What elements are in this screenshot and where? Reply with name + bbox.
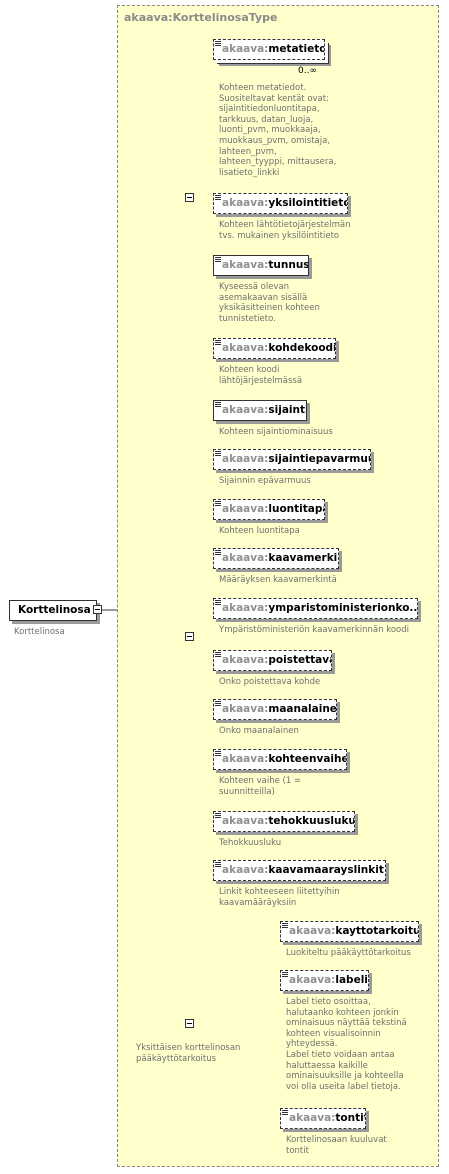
element-namespace: akaava: <box>222 259 269 271</box>
element-kaavamaarayslinkit[interactable]: akaava:kaavamaarayslinkit <box>213 860 386 881</box>
element-name: maanalainen <box>268 703 337 715</box>
sequence-collapse-toggle[interactable] <box>185 632 194 641</box>
element-doc: Kohteen vaihe (1 = suunnitteilla) <box>219 776 302 797</box>
root-element-label: Korttelinosa <box>18 604 91 616</box>
element-name: kohdekoodi <box>268 342 336 354</box>
element-maanalainen[interactable]: akaava:maanalainen <box>213 699 337 720</box>
element-icon <box>215 402 221 407</box>
element-name: metatieto <box>268 43 325 55</box>
element-name: yksilointitieto <box>268 197 348 209</box>
element-doc: Ympäristöministeriön kaavamerkinnän kood… <box>219 625 409 635</box>
element-name: kaavamerkinta <box>268 552 338 564</box>
element-sijainti[interactable]: akaava:sijainti <box>213 400 307 421</box>
element-icon <box>215 550 221 555</box>
element-namespace: akaava: <box>222 43 269 55</box>
element-namespace: akaava: <box>289 925 336 937</box>
element-icon <box>282 1110 288 1115</box>
complex-type-box <box>117 5 439 1167</box>
element-name: tontit <box>335 1112 366 1124</box>
element-icon <box>215 813 221 818</box>
element-namespace: akaava: <box>222 503 269 515</box>
element-name: ymparistoministerionko... <box>268 602 418 614</box>
element-name: poistettava <box>268 654 332 666</box>
element-icon <box>215 600 221 605</box>
element-yksilointitieto[interactable]: akaava:yksilointitieto <box>213 193 348 214</box>
element-metatieto[interactable]: akaava:metatieto <box>213 39 325 60</box>
element-tunnus[interactable]: akaava:tunnus <box>213 255 309 276</box>
element-doc: Label tieto osoittaa, halutaanko kohteen… <box>286 997 407 1092</box>
element-namespace: akaava: <box>222 703 269 715</box>
element-doc: Onko poistettava kohde <box>219 677 321 687</box>
element-name: tunnus <box>268 259 309 271</box>
element-doc: Kohteen lähtötietojärjestelmän tvs. muka… <box>219 220 351 241</box>
element-namespace: akaava: <box>222 602 269 614</box>
complex-type-title: akaava:KorttelinosaType <box>124 11 278 24</box>
element-name: labelit <box>335 974 368 986</box>
element-name: tehokkuusluku <box>268 815 355 827</box>
element-name: kayttotarkoitus <box>335 925 419 937</box>
element-namespace: akaava: <box>222 753 269 765</box>
element-doc: Kyseessä olevan asemakaavan sisällä yksi… <box>219 282 320 324</box>
element-doc: Kohteen koodi lähtöjärjestelmässä <box>219 365 303 386</box>
element-doc: Kohteen metatiedot. Suositeltavat kentät… <box>219 83 337 178</box>
element-doc: Korttelinosaan kuuluvat tontit <box>286 1135 387 1156</box>
element-namespace: akaava: <box>222 453 269 465</box>
sequence-doc: Yksittäisen korttelinosan pääkäyttötarko… <box>136 1043 241 1064</box>
element-luontitapa[interactable]: akaava:luontitapa <box>213 499 325 520</box>
element-icon <box>215 340 221 345</box>
element-name: kohteenvaihe <box>268 753 347 765</box>
element-icon <box>215 862 221 867</box>
element-namespace: akaava: <box>222 654 269 666</box>
element-icon <box>215 501 221 506</box>
element-labelit[interactable]: akaava:labelit <box>280 970 369 991</box>
element-icon <box>282 972 288 977</box>
element-icon <box>282 923 288 928</box>
sequence-collapse-toggle[interactable] <box>185 193 194 202</box>
element-doc: Linkit kohteeseen liitettyihin kaavamäär… <box>219 887 340 908</box>
element-name: sijainti <box>268 404 307 416</box>
element-namespace: akaava: <box>222 404 269 416</box>
element-icon <box>215 451 221 456</box>
element-doc: Kohteen sijaintiominaisuus <box>219 427 333 437</box>
multiplicity-label: 0..∞ <box>298 66 317 76</box>
root-collapse-toggle[interactable] <box>93 605 102 614</box>
element-name: sijaintiepavarmuus <box>268 453 371 465</box>
element-namespace: akaava: <box>222 342 269 354</box>
element-sijaintiepavarmuus[interactable]: akaava:sijaintiepavarmuus <box>213 449 371 470</box>
root-doc: Korttelinosa <box>14 627 65 637</box>
element-kayttotarkoitus[interactable]: akaava:kayttotarkoitus <box>280 921 419 942</box>
element-doc: Tehokkuusluku <box>219 838 282 848</box>
element-namespace: akaava: <box>289 974 336 986</box>
element-kohteenvaihe[interactable]: akaava:kohteenvaihe <box>213 749 347 770</box>
element-doc: Luokiteltu pääkäyttötarkoitus <box>286 948 411 958</box>
element-namespace: akaava: <box>222 864 269 876</box>
element-icon <box>215 41 221 46</box>
element-poistettava[interactable]: akaava:poistettava <box>213 650 332 671</box>
element-namespace: akaava: <box>222 552 269 564</box>
element-tontit[interactable]: akaava:tontit <box>280 1108 366 1129</box>
element-tehokkuusluku[interactable]: akaava:tehokkuusluku <box>213 811 355 832</box>
element-ymparistoministerionko[interactable]: akaava:ymparistoministerionko... <box>213 598 418 619</box>
element-doc: Onko maanalainen <box>219 726 299 736</box>
element-kohdekoodi[interactable]: akaava:kohdekoodi <box>213 338 336 359</box>
element-icon <box>215 195 221 200</box>
element-doc: Määräyksen kaavamerkintä <box>219 575 337 585</box>
element-name: luontitapa <box>268 503 325 515</box>
element-icon <box>215 652 221 657</box>
element-namespace: akaava: <box>222 815 269 827</box>
element-kaavamerkinta[interactable]: akaava:kaavamerkinta <box>213 548 339 569</box>
element-doc: Kohteen luontitapa <box>219 526 300 536</box>
element-name: kaavamaarayslinkit <box>268 864 384 876</box>
element-icon <box>215 257 221 262</box>
element-namespace: akaava: <box>222 197 269 209</box>
element-icon <box>215 751 221 756</box>
element-namespace: akaava: <box>289 1112 336 1124</box>
element-icon <box>215 701 221 706</box>
root-element-korttelinosa[interactable]: Korttelinosa <box>9 600 97 621</box>
element-doc: Sijainnin epävarmuus <box>219 476 311 486</box>
sequence-collapse-toggle[interactable] <box>185 1019 194 1028</box>
